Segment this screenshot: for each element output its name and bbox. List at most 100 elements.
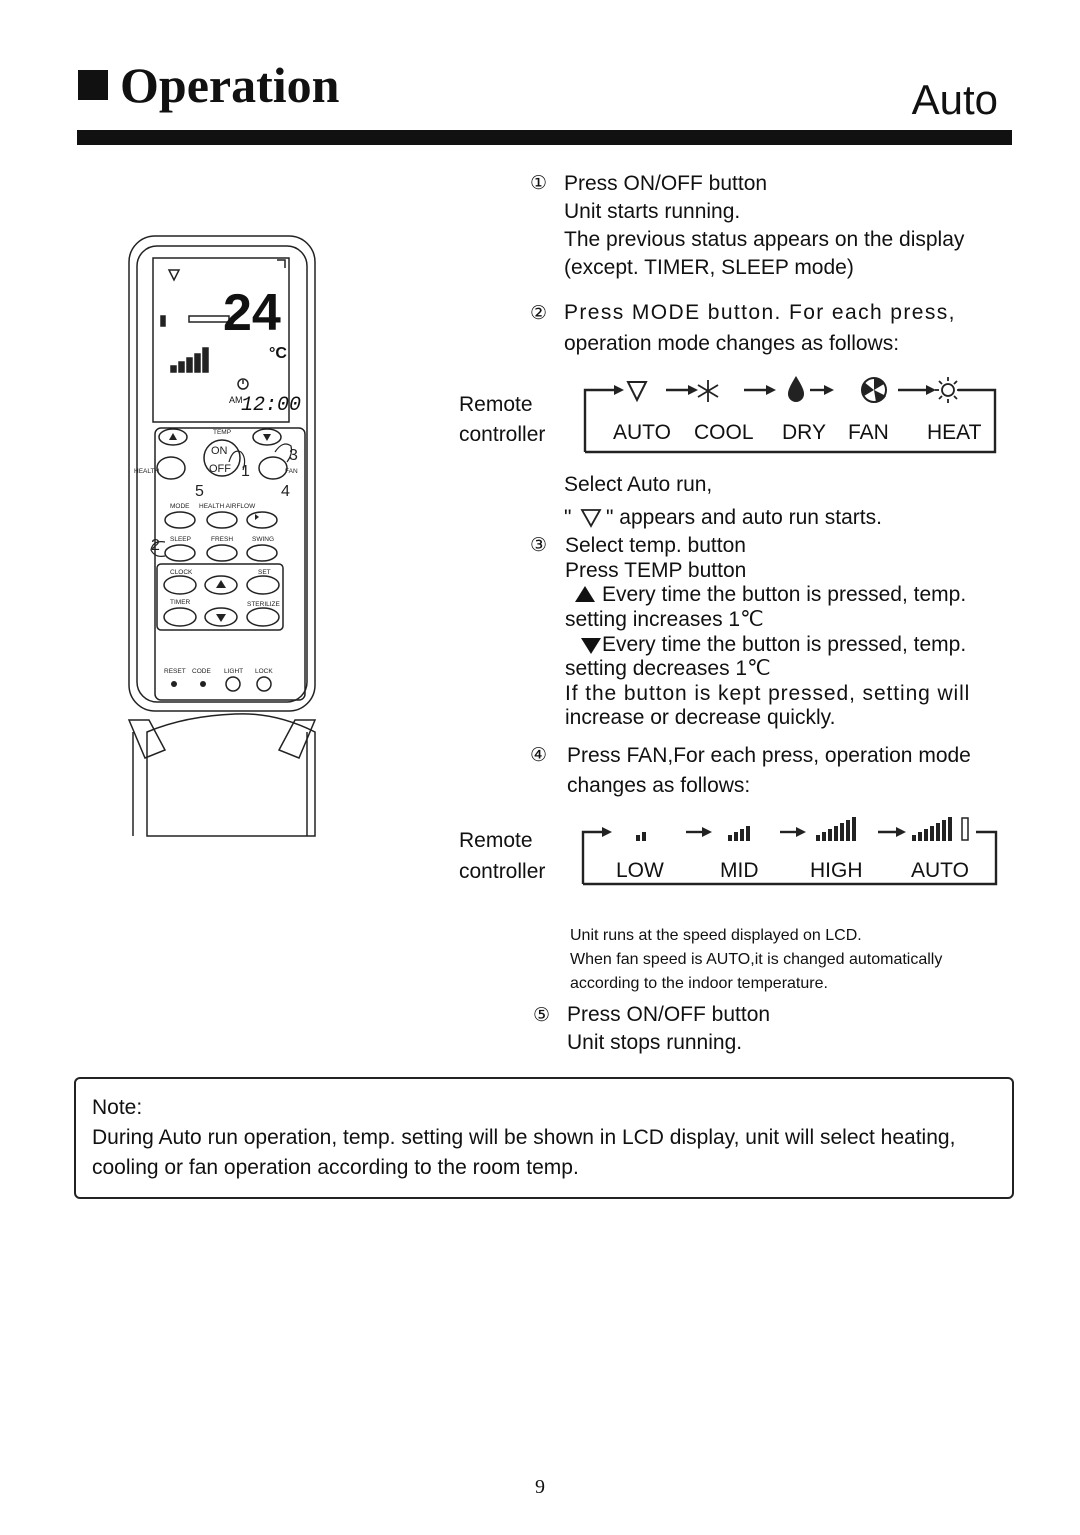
lock-button	[256, 676, 272, 692]
fan-note-line-1: Unit runs at the speed displayed on LCD.	[570, 927, 862, 944]
step-3-line-4: setting increases 1℃	[565, 608, 764, 631]
sterilize-button	[246, 607, 280, 627]
step-5-line-1: Press ON/OFF button	[567, 1003, 771, 1026]
health-button	[156, 456, 186, 480]
pointing-hand-icon	[228, 450, 246, 471]
fan-note-line-3: according to the indoor temperature.	[570, 975, 828, 992]
step-3-line-6: setting decreases 1℃	[565, 657, 771, 680]
label-sleep: SLEEP	[170, 536, 191, 543]
fresh-button	[206, 544, 238, 562]
remote-controller-illustration: 24 °C AM 12:00 TEMP ON OFF HEALTH FAN MO…	[127, 235, 317, 837]
mode-remote-label: Remote	[459, 393, 533, 416]
mode-heat-label: HEAT	[927, 421, 982, 444]
title-square-icon	[78, 70, 108, 100]
health-airflow-button	[206, 511, 238, 529]
step-1-line-4: (except. TIMER, SLEEP mode)	[564, 256, 854, 279]
label-code: CODE	[192, 668, 211, 675]
step-3-line-5: Every time the button is pressed, temp.	[602, 633, 967, 656]
callout-1: 1	[241, 463, 250, 480]
clock-up-button	[204, 575, 238, 595]
fan-note-line-2: When fan speed is AUTO,it is changed aut…	[570, 951, 943, 968]
clock-down-button	[204, 607, 238, 627]
sequence-loop-line	[583, 388, 614, 452]
on-off-button	[203, 439, 241, 477]
label-swing: SWING	[252, 536, 274, 543]
step-3-line-1: Select temp. button	[565, 534, 746, 557]
callout-5: 5	[195, 483, 204, 500]
fan-remote-label: Remote	[459, 829, 533, 852]
fan-mid-icon	[728, 826, 750, 841]
sequence-loop-line	[581, 830, 602, 884]
lcd-ampm: AM	[229, 395, 243, 405]
temp-up-arrow-icon	[575, 586, 595, 602]
label-light: LIGHT	[224, 668, 243, 675]
auto-mode-icon	[580, 509, 602, 528]
remote-holder	[146, 713, 316, 837]
lcd-temp-value: 24	[223, 284, 281, 342]
label-clock: CLOCK	[170, 569, 193, 576]
label-sterilize: STERILIZE	[247, 601, 281, 608]
note-box	[74, 1077, 1014, 1199]
temp-down-arrow-icon	[581, 638, 601, 654]
light-button	[225, 676, 241, 692]
step-4-line-2: changes as follows:	[567, 774, 751, 797]
step-3-line-2: Press TEMP button	[565, 559, 747, 582]
set-button	[246, 575, 280, 595]
step-4-line-1: Press FAN,For each press, operation mode	[567, 744, 971, 767]
auto-fan-indicator	[961, 817, 969, 841]
sequence-loop-line	[585, 388, 997, 454]
mode-dry-label: DRY	[782, 421, 826, 444]
page-title: Operation	[120, 57, 340, 113]
label-on: ON	[211, 445, 228, 457]
step-2-number: ②	[530, 303, 548, 324]
fan-high-label: HIGH	[810, 859, 863, 882]
fan-auto-label: AUTO	[911, 859, 969, 882]
airflow-button	[246, 511, 278, 529]
page-subtitle: Auto	[911, 76, 998, 123]
step-3-line-7: If the button is kept pressed, setting w…	[565, 682, 971, 705]
label-health: HEALTH	[134, 468, 159, 475]
mode-button	[164, 511, 196, 529]
lcd-clock: 12:00	[241, 394, 301, 417]
fan-button	[258, 456, 288, 480]
step-3-number: ③	[530, 535, 548, 556]
label-fan: FAN	[285, 468, 298, 475]
step-5-line-2: Unit stops running.	[567, 1031, 743, 1054]
auto-mode-icon	[167, 269, 181, 282]
mode-sequence-diagram: AUTO COOL DRY FAN HEAT	[583, 376, 997, 454]
mode-fan-label: FAN	[848, 421, 889, 444]
select-auto-quote: "	[564, 506, 572, 529]
fan-auto-icon	[912, 817, 952, 841]
step-2-line-1: Press MODE button. For each press,	[564, 301, 956, 324]
label-timer: TIMER	[170, 599, 191, 606]
fan-high-icon	[816, 817, 856, 841]
select-auto-line-1: Select Auto run,	[564, 473, 713, 496]
fan-controller-label: controller	[459, 860, 546, 883]
fan-blade	[861, 382, 874, 396]
mode-controller-label: controller	[459, 423, 546, 446]
label-temp: TEMP	[213, 429, 231, 436]
label-health-airflow: HEALTH AIRFLOW	[199, 503, 256, 510]
sun-icon	[935, 377, 961, 403]
fan-blade	[874, 378, 884, 390]
step-3-line-3: Every time the button is pressed, temp.	[602, 583, 967, 606]
lcd-mode-strip	[188, 315, 230, 323]
callout-3: 3	[289, 447, 298, 464]
lcd-temp-unit: °C	[269, 345, 287, 362]
select-auto-line-2: " appears and auto run starts.	[606, 506, 882, 529]
button-panel	[154, 427, 306, 701]
temp-down-button	[252, 428, 282, 446]
label-off: OFF	[209, 463, 231, 475]
clock-timer-group	[156, 563, 284, 631]
temp-up-button	[158, 428, 188, 446]
fan-low-label: LOW	[616, 859, 664, 882]
remote-body	[128, 235, 316, 712]
label-set: SET	[258, 569, 271, 576]
note-line-2: cooling or fan operation according to th…	[92, 1156, 579, 1179]
dry-drop-icon	[788, 376, 804, 402]
step-3-line-8: increase or decrease quickly.	[565, 706, 836, 729]
fan-mid-label: MID	[720, 859, 759, 882]
step-4-number: ④	[530, 745, 548, 766]
callout-2: 2	[151, 537, 160, 554]
clock-button	[163, 575, 197, 595]
